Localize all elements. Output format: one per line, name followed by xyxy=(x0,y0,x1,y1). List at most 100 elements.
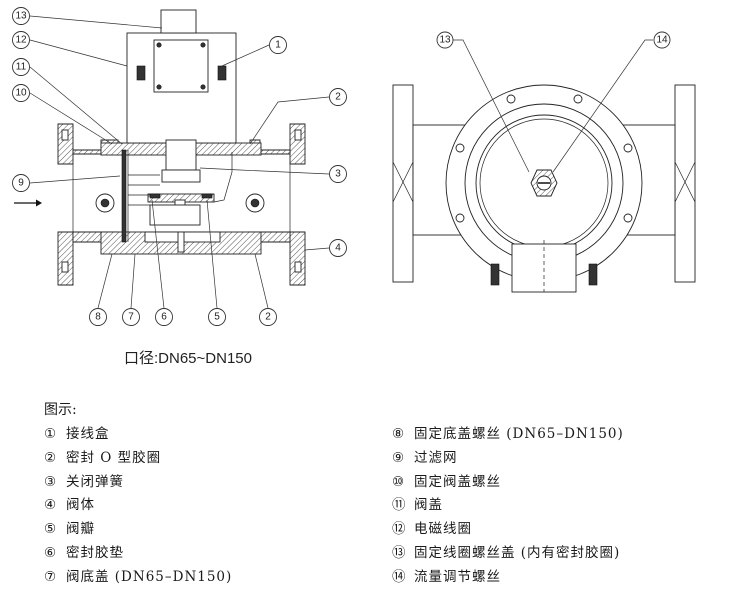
legend-item: ⑫ 电磁线圈 xyxy=(392,517,624,541)
legend-label: 流量调节螺丝 xyxy=(414,568,501,585)
legend-item: ⑬ 固定线圈螺丝盖 (内有密封胶圈) xyxy=(392,541,624,565)
legend-label: 电磁线圈 xyxy=(414,521,472,538)
end-view: 13 14 xyxy=(392,31,696,293)
legend-number: ⑦ xyxy=(44,568,58,585)
legend-number: ⑫ xyxy=(392,521,407,538)
cable-gland-right xyxy=(588,263,598,286)
legend-number: ⑬ xyxy=(392,544,407,561)
callout-13: 13 xyxy=(436,31,454,49)
callout-4: 4 xyxy=(329,239,347,257)
svg-text:12: 12 xyxy=(15,35,27,46)
svg-text:14: 14 xyxy=(656,35,668,46)
legend-item: ⑩ 固定阀盖螺丝 xyxy=(392,470,624,494)
legend-label: 关闭弹簧 xyxy=(66,473,124,490)
svg-text:5: 5 xyxy=(214,312,220,323)
bottom-pin xyxy=(177,231,185,253)
legend-item: ⑧ 固定底盖螺丝 (DN65–DN150) xyxy=(392,422,624,446)
callout-13: 13 xyxy=(12,7,30,25)
legend-item: ④ 阀体 xyxy=(44,493,232,517)
svg-text:10: 10 xyxy=(15,88,27,99)
legend-label: 固定线圈螺丝盖 (内有密封胶圈) xyxy=(414,544,621,561)
callout-3: 3 xyxy=(329,165,347,183)
svg-text:8: 8 xyxy=(95,312,101,323)
svg-text:7: 7 xyxy=(128,312,134,323)
callout-10: 10 xyxy=(12,84,30,102)
legend-item: ① 接线盒 xyxy=(44,422,232,446)
legend-number: ① xyxy=(44,426,58,442)
legend-title: 图示: xyxy=(44,402,77,418)
callout-7: 7 xyxy=(122,308,140,326)
legend-number: ④ xyxy=(44,497,58,514)
svg-text:2: 2 xyxy=(265,312,271,323)
svg-text:1: 1 xyxy=(275,40,281,51)
legend-item: ⑨ 过滤网 xyxy=(392,446,624,470)
cable-gland-right xyxy=(217,65,227,81)
legend-item: ⑭ 流量调节螺丝 xyxy=(392,565,624,589)
valve-drawing: 13 12 11 10 9 1 2 3 4 8 7 6 5 2 xyxy=(12,7,696,326)
plunger xyxy=(165,139,197,171)
callout-6: 6 xyxy=(155,308,173,326)
seal-gasket xyxy=(149,193,161,199)
legend-number: ⑧ xyxy=(392,426,406,442)
svg-text:4: 4 xyxy=(335,243,341,254)
legend-label: 固定阀盖螺丝 xyxy=(414,473,501,490)
callout-9: 9 xyxy=(12,174,30,192)
legend-label: 接线盒 xyxy=(66,426,110,442)
callout-12: 12 xyxy=(12,31,30,49)
caliber-label: 口径:DN65~DN150 xyxy=(124,350,252,367)
plunger-base xyxy=(161,169,201,183)
legend-number: ⑤ xyxy=(44,521,58,538)
cable-gland-left xyxy=(490,263,500,286)
legend-item: ⑥ 密封胶垫 xyxy=(44,541,232,565)
flange-bolt-hole xyxy=(294,261,302,273)
svg-text:6: 6 xyxy=(161,312,167,323)
svg-text:13: 13 xyxy=(439,35,451,46)
svg-text:11: 11 xyxy=(16,62,27,73)
legend-number: ⑪ xyxy=(392,497,407,514)
right-flange xyxy=(289,123,306,286)
bonnet-screws xyxy=(455,94,633,223)
junction-box xyxy=(153,39,209,93)
coil-screw-cap xyxy=(160,9,197,34)
flow-direction-arrow xyxy=(14,199,42,207)
left-flange xyxy=(392,84,414,283)
callout-2-bottom: 2 xyxy=(259,308,277,326)
cross-section-view: 13 12 11 10 9 1 2 3 4 8 7 6 5 2 xyxy=(12,7,347,326)
callout-8: 8 xyxy=(89,308,107,326)
svg-text:3: 3 xyxy=(335,169,341,180)
left-flange xyxy=(57,123,74,286)
legend-item: ② 密封 O 型胶圈 xyxy=(44,446,232,470)
callout-2-top: 2 xyxy=(329,88,347,106)
right-flange xyxy=(674,84,696,283)
flange-bolt-hole xyxy=(61,261,69,273)
disc-body xyxy=(149,204,201,226)
legend-label: 密封 O 型胶圈 xyxy=(66,449,162,466)
legend-number: ③ xyxy=(44,473,58,490)
seal-gasket xyxy=(201,193,213,199)
legend-number: ⑨ xyxy=(392,449,406,466)
legend-label: 阀体 xyxy=(66,497,95,514)
legend-label: 密封胶垫 xyxy=(66,544,124,561)
legend-number: ② xyxy=(44,449,58,466)
legend-label: 固定底盖螺丝 (DN65–DN150) xyxy=(414,426,624,442)
svg-text:13: 13 xyxy=(15,11,27,22)
svg-text:2: 2 xyxy=(335,92,341,103)
legend-item: ③ 关闭弹簧 xyxy=(44,470,232,494)
legend-label: 过滤网 xyxy=(414,449,458,466)
legend-number: ⑥ xyxy=(44,544,58,561)
legend-item: ⑤ 阀瓣 xyxy=(44,517,232,541)
legend-label: 阀盖 xyxy=(414,497,443,514)
legend-item: ⑪ 阀盖 xyxy=(392,493,624,517)
legend-label: 阀瓣 xyxy=(66,521,95,538)
cable-gland-left xyxy=(136,65,146,81)
flange-bolt-hole xyxy=(294,129,302,141)
callout-11: 11 xyxy=(12,58,30,76)
flange-bolt-hole xyxy=(61,129,69,141)
legend-number: ⑩ xyxy=(392,473,406,490)
callout-14: 14 xyxy=(653,31,671,49)
legend-number: ⑭ xyxy=(392,568,407,585)
svg-text:9: 9 xyxy=(18,178,24,189)
